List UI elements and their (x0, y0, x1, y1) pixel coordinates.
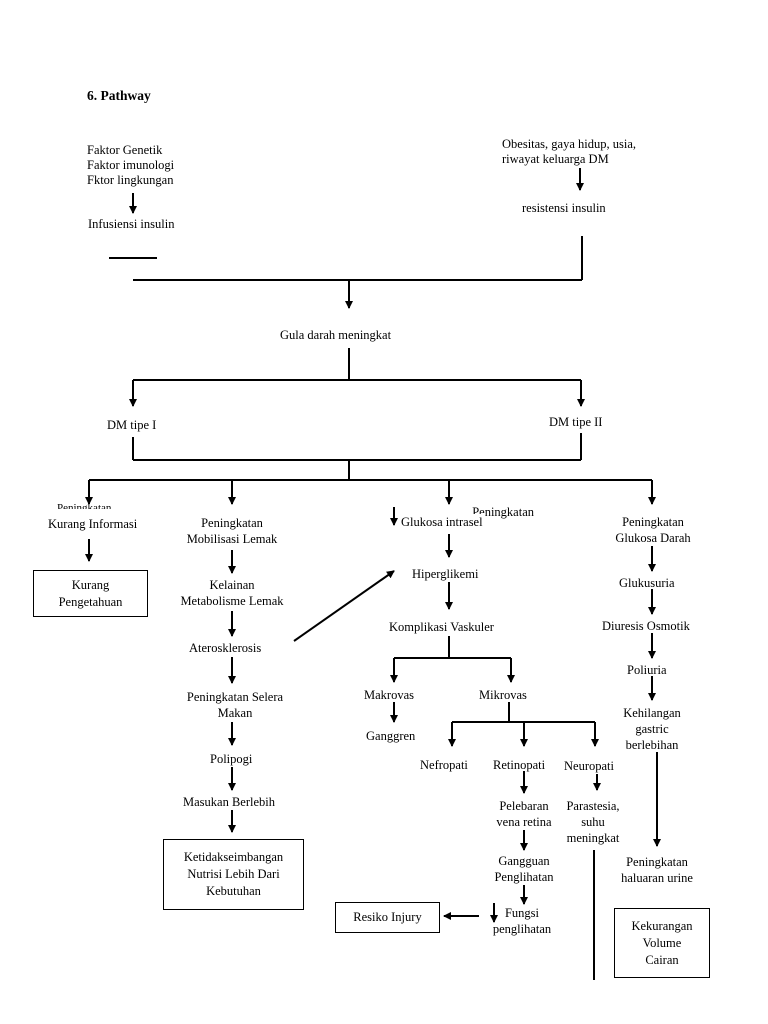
node-poliuria: Poliuria (627, 663, 667, 677)
node-resistensi-insulin: resistensi insulin (522, 201, 606, 215)
node-peningkatan-hidden-left: Peningkatan (57, 502, 112, 509)
node-obesitas-line2: riwayat keluarga DM (502, 152, 609, 166)
node-fungsi-penglihatan: Fungsi penglihatan (492, 906, 552, 936)
node-ganggren: Ganggren (366, 729, 416, 743)
node-masukan-berlebih: Masukan Berlebih (183, 795, 275, 809)
box-ketidakseimbangan: Ketidakseimbangan Nutrisi Lebih Dari Keb… (163, 839, 304, 910)
node-gula-darah: Gula darah meningkat (280, 328, 392, 342)
node-dm-tipe-2: DM tipe II (549, 415, 603, 429)
node-selera-makan: Peningkatan Selera Makan (186, 690, 284, 720)
node-dm-tipe-1: DM tipe I (107, 418, 157, 432)
node-mobilisasi-lemak: Peningkatan Mobilisasi Lemak (186, 516, 278, 546)
section-heading: 6. Pathway (87, 88, 151, 103)
node-aterosklerosis: Aterosklerosis (189, 641, 262, 655)
node-mikrovas: Mikrovas (479, 688, 527, 702)
node-faktor-imunologi: Faktor imunologi (87, 158, 175, 172)
arrow-aterosklerosis-to-hiperglikemi (293, 570, 395, 642)
node-infusiensi-insulin: Infusiensi insulin (88, 217, 175, 231)
node-peningkatan-glukosa-darah: Peningkatan Glukosa Darah (615, 515, 691, 545)
node-kelainan-metabolisme: Kelainan Metabolisme Lemak (180, 578, 284, 608)
node-peningkatan-hidden-center: Peningkatan (472, 505, 534, 519)
node-gangguan-penglihatan: Gangguan Penglihatan (494, 854, 554, 884)
node-obesitas-line1: Obesitas, gaya hidup, usia, (502, 137, 637, 151)
node-glukusuria: Glukusuria (619, 576, 675, 590)
node-parastesia: Parastesia, suhu meningkat (566, 799, 620, 845)
node-kurang-informasi: Kurang Informasi (48, 517, 138, 531)
node-faktor-genetik: Faktor Genetik (87, 143, 163, 157)
node-glukosa-intrasel: Glukosa intrasel (401, 514, 485, 530)
node-pelebaran-vena: Pelebaran vena retina (496, 799, 552, 829)
box-resiko-injury: Resiko Injury (335, 902, 440, 933)
node-hiperglikemi: Hiperglikemi (412, 567, 479, 581)
node-komplikasi-vaskuler: Komplikasi Vaskuler (389, 620, 494, 634)
node-kehilangan-gastric: Kehilangan gastric berlebihan (623, 706, 681, 752)
node-retinopati: Retinopati (493, 758, 546, 772)
box-kurang-pengetahuan: Kurang Pengetahuan (33, 570, 148, 617)
node-neuropati: Neuropati (564, 758, 614, 774)
node-faktor-lingkungan: Fktor lingkungan (87, 173, 174, 187)
box-kekurangan-volume: Kekurangan Volume Cairan (614, 908, 710, 978)
node-polipogi: Polipogi (210, 752, 253, 766)
node-diuresis-osmotik: Diuresis Osmotik (602, 619, 690, 633)
node-nefropati: Nefropati (420, 758, 468, 772)
node-haluaran-urine: Peningkatan haluaran urine (621, 855, 693, 885)
node-makrovas: Makrovas (364, 688, 414, 702)
